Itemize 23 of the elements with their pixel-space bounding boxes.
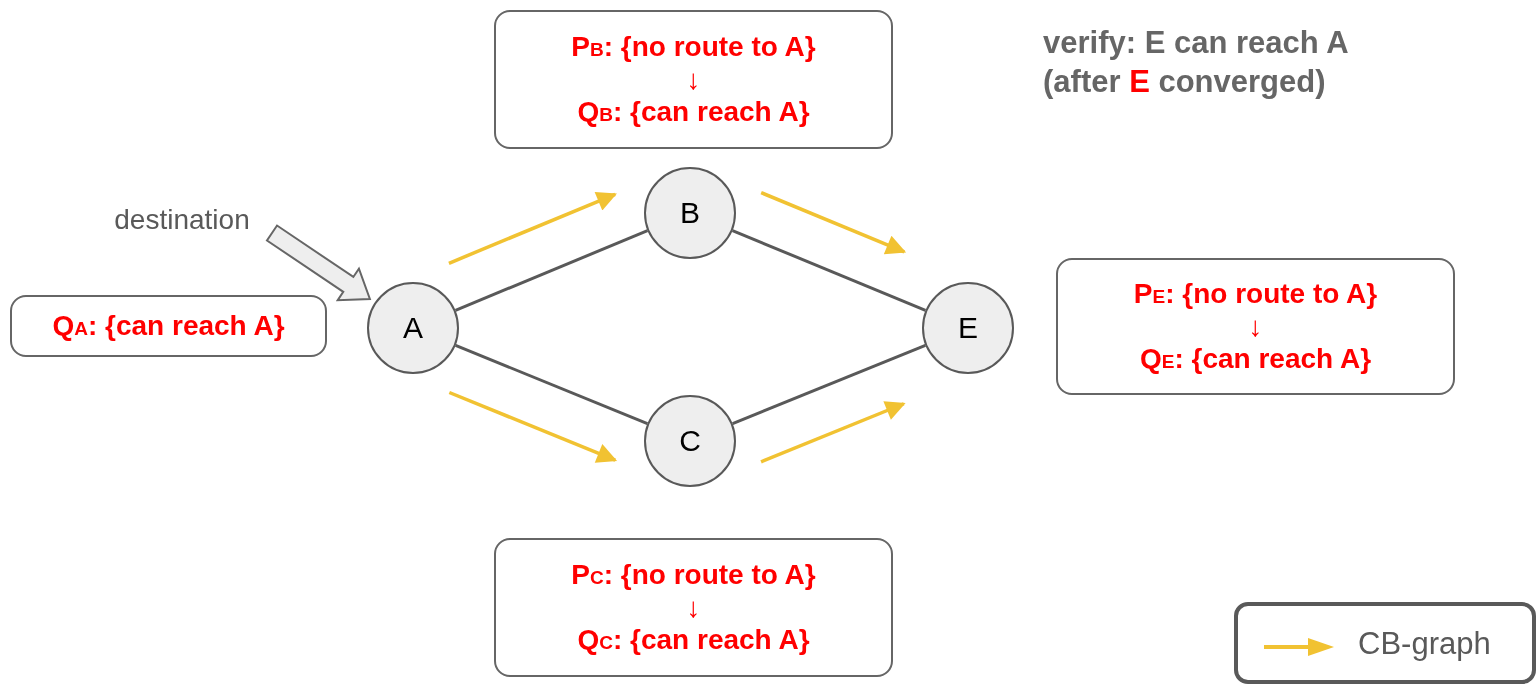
node-label: C (679, 424, 701, 458)
state-box (1056, 258, 1455, 395)
block-arrow (265, 224, 372, 302)
arrow (448, 390, 618, 463)
destination-label: destination (114, 204, 250, 236)
node-label: A (403, 311, 423, 345)
state-box (494, 538, 893, 677)
link-line (455, 344, 648, 425)
arrow (448, 191, 617, 265)
link-line (454, 229, 649, 312)
legend-label: CB-graph (1358, 626, 1491, 662)
node-label: B (680, 196, 700, 230)
down-arrow-glyph: ↓ (686, 65, 701, 94)
verify-heading: verify: E can reach A (after E converged) (1043, 24, 1349, 101)
link-line (732, 343, 926, 426)
down-arrow-glyph: ↓ (1248, 312, 1263, 341)
arrow (760, 191, 907, 255)
link-line (731, 229, 927, 312)
node-label: E (958, 311, 978, 345)
arrow (760, 401, 906, 464)
state-box (10, 295, 327, 357)
state-box (494, 10, 893, 149)
down-arrow-glyph: ↓ (686, 593, 701, 622)
